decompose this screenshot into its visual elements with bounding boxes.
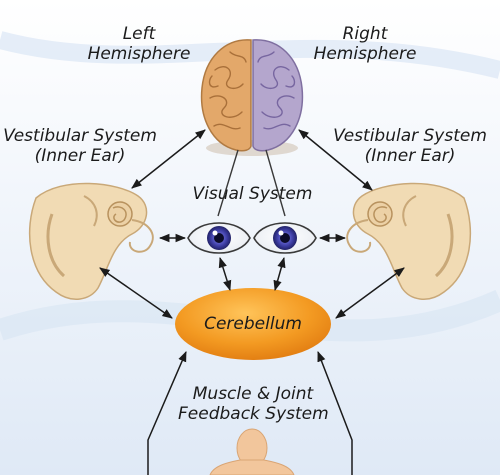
cerebellum-label: Cerebellum	[204, 314, 302, 334]
vestibular-left-line-1: Vestibular System	[3, 126, 157, 146]
vestibular-right-line-1: Vestibular System	[333, 126, 487, 146]
cerebellum-node	[175, 288, 331, 360]
right-hemisphere-line-1: Right	[342, 24, 388, 44]
eye-icon	[187, 222, 251, 254]
left-hemisphere-label: Left Hemisphere	[84, 24, 194, 64]
person-icon	[209, 428, 295, 475]
vestibular-left-line-2: (Inner Ear)	[34, 146, 126, 166]
brain-icon	[200, 39, 304, 156]
right-hemisphere-label: Right Hemisphere	[310, 24, 420, 64]
muscle-joint-line-1: Muscle & Joint	[192, 384, 314, 404]
vestibular-left-label: Vestibular System (Inner Ear)	[0, 126, 160, 166]
muscle-joint-line-2: Feedback System	[178, 404, 329, 424]
arrow-brain-right-ear	[298, 129, 373, 191]
optic-connector	[217, 149, 286, 217]
visual-system-text: Visual System	[192, 184, 313, 204]
arrow-brain-left-ear	[131, 129, 206, 189]
left-hemisphere-line-1: Left	[122, 24, 156, 44]
eye-icon	[253, 222, 317, 254]
muscle-joint-label: Muscle & Joint Feedback System	[178, 384, 329, 424]
vestibular-right-label: Vestibular System (Inner Ear)	[330, 126, 490, 166]
visual-system-label: Visual System	[185, 184, 320, 204]
arrow-left-ear-cerebellum	[99, 267, 173, 319]
arrow-right-ear-cerebellum	[335, 267, 405, 319]
right-hemisphere-line-2: Hemisphere	[313, 44, 417, 64]
arrow-left-eye-cerebellum	[218, 256, 232, 292]
arrows	[99, 129, 405, 475]
ear-icon	[346, 182, 472, 300]
arrow-feedback-left	[147, 351, 187, 475]
arrow-feedback-right	[317, 351, 353, 475]
left-hemisphere-shape	[200, 39, 252, 152]
ear-icon	[28, 182, 154, 300]
right-hemisphere-shape	[252, 39, 304, 152]
left-hemisphere-line-2: Hemisphere	[87, 44, 191, 64]
arrow-right-eye-cerebellum	[273, 256, 286, 292]
vestibular-right-line-2: (Inner Ear)	[364, 146, 456, 166]
